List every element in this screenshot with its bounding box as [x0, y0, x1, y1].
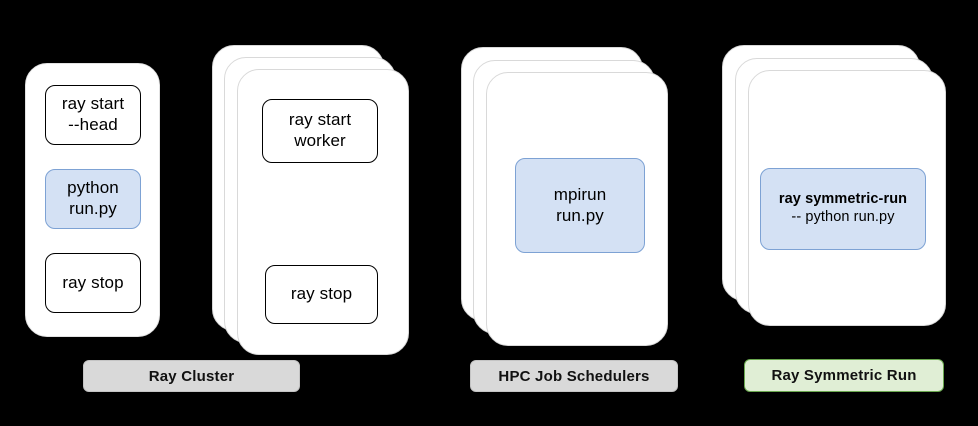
group-label-hpc-job-schedulers: HPC Job Schedulers [470, 360, 678, 392]
command-line-1: ray start [288, 110, 352, 130]
command-box-ray-start-head[interactable]: ray start --head [45, 85, 141, 145]
group-label-text: Ray Cluster [148, 367, 235, 385]
command-box-mpirun-run-py[interactable]: mpirun run.py [515, 158, 645, 253]
command-line-2: -- python run.py [791, 209, 895, 225]
group-label-text: HPC Job Schedulers [498, 367, 650, 385]
command-line-2: --head [68, 115, 118, 134]
command-line-2: worker [294, 131, 346, 150]
group-label-ray-cluster: Ray Cluster [83, 360, 300, 392]
command-box-ray-stop-head[interactable]: ray stop [45, 253, 141, 313]
command-line-1: ray symmetric-run [778, 191, 908, 208]
group-label-ray-symmetric-run: Ray Symmetric Run [744, 359, 944, 392]
command-box-python-run-py[interactable]: python run.py [45, 169, 141, 229]
group-label-text: Ray Symmetric Run [771, 367, 917, 384]
command-line-2: run.py [556, 205, 604, 225]
command-line-1: python [67, 178, 119, 198]
command-line-1: ray stop [290, 284, 353, 304]
command-box-ray-symmetric-run[interactable]: ray symmetric-run -- python run.py [760, 168, 926, 250]
command-box-ray-stop-worker[interactable]: ray stop [265, 265, 378, 324]
command-line-2: run.py [69, 199, 117, 218]
command-line-1: mpirun [553, 184, 607, 204]
command-line-1: ray start [61, 94, 125, 114]
command-line-1: ray stop [62, 272, 124, 292]
command-box-ray-start-worker[interactable]: ray start worker [262, 99, 378, 163]
